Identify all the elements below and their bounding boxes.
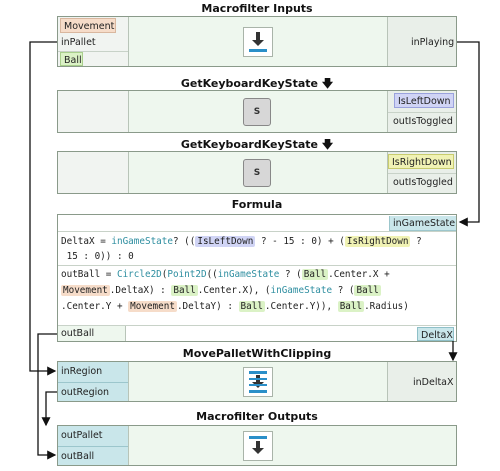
formula-text: ? - 15 : 0) + (	[255, 236, 345, 247]
formula-ref-ball: Ball	[238, 301, 265, 312]
wire-outball-to-output	[37, 333, 57, 460]
formula-line-outball-3: .Center.Y + Movement.DeltaY) : Ball.Cent…	[61, 299, 453, 314]
move-input-column: inRegion outRegion	[58, 362, 129, 401]
inputs-output-column: inPlaying	[387, 17, 456, 66]
inputs-port-column: Movement inPallet Ball	[58, 17, 129, 66]
wire-outregion-to-outpallet	[41, 391, 57, 427]
formula-ref-ingamestate: inGameState	[270, 285, 333, 296]
port-isrightdown[interactable]: IsRightDown	[388, 154, 454, 169]
port-outball[interactable]: outBall	[58, 326, 126, 341]
key-right-left-column	[58, 152, 129, 193]
port-divider	[388, 112, 456, 113]
key-left-output-column: IsLeftDown outIsToggled	[387, 91, 456, 132]
key-right-output-column: IsRightDown outIsToggled	[387, 152, 456, 193]
port-inpallet[interactable]: inPallet	[61, 37, 96, 48]
wire-inplaying-to-ingamestate	[457, 41, 480, 227]
formula-eq: =	[100, 269, 117, 280]
port-isleftdown[interactable]: IsLeftDown	[394, 93, 454, 108]
macro-input-icon	[243, 27, 273, 57]
formula-fn-point2d: Point2D	[167, 269, 207, 280]
formula-text: .Radius)	[364, 301, 409, 312]
formula-title: Formula	[231, 198, 283, 211]
move-pallet-icon	[243, 367, 273, 397]
formula-ref-ingamestate: inGameState	[111, 236, 173, 247]
port-inregion[interactable]: inRegion	[61, 366, 103, 377]
arrow-down-icon: 🡇	[321, 77, 334, 90]
key-right-title: GetKeyboardKeyState 🡇	[57, 136, 457, 155]
move-title: MovePalletWithClipping	[182, 347, 332, 360]
keyboard-key-icon: S	[243, 159, 271, 187]
formula-text: (	[161, 269, 168, 280]
formula-ref-isleftdown: IsLeftDown	[195, 236, 256, 247]
formula-ref-ball: Ball	[301, 269, 329, 280]
formula-ref-movement: Movement	[128, 301, 177, 312]
port-divider	[58, 382, 128, 383]
macrofilter-outputs-block[interactable]: outPallet outBall	[57, 425, 457, 466]
formula-line-outball-2: Movement.DeltaX) : Ball.Center.X), (inGa…	[61, 283, 453, 298]
port-ball[interactable]: Ball	[60, 52, 83, 66]
formula-var-deltax: DeltaX	[61, 236, 95, 247]
key-left-title: GetKeyboardKeyState 🡇	[57, 75, 457, 94]
formula-mid-divider	[58, 265, 456, 266]
port-inplaying[interactable]: inPlaying	[411, 37, 455, 48]
formula-text: .DeltaY) :	[176, 301, 239, 312]
formula-ref-ball: Ball	[337, 301, 365, 312]
formula-text: ? ((	[172, 236, 196, 247]
macrofilter-inputs-block[interactable]: Movement inPallet Ball inPlaying	[57, 16, 457, 67]
key-left-left-column	[58, 91, 129, 132]
formula-ref-ingamestate: inGameState	[217, 269, 280, 280]
get-keyboard-key-state-right-block[interactable]: S IsRightDown outIsToggled	[57, 151, 457, 194]
formula-ref-isrightdown: IsRightDown	[344, 236, 411, 247]
move-pallet-block[interactable]: inRegion outRegion inDeltaX	[57, 361, 457, 402]
port-movement[interactable]: Movement	[60, 18, 116, 33]
formula-text: ((	[206, 269, 218, 280]
port-divider	[58, 51, 128, 52]
port-outball-output[interactable]: outBall	[61, 451, 95, 462]
formula-top-divider	[58, 231, 456, 232]
wire-inpallet-to-inregion	[29, 41, 57, 376]
formula-bottom-divider	[58, 325, 456, 326]
formula-text: .Center.Y)),	[264, 301, 338, 312]
keyboard-key-icon: S	[243, 98, 271, 126]
formula-text: ? (	[332, 285, 355, 296]
formula-text: ? (	[279, 269, 302, 280]
formula-ref-ball: Ball	[171, 285, 198, 296]
port-divider	[58, 446, 128, 447]
port-deltax[interactable]: DeltaX	[417, 327, 454, 341]
outputs-title: Macrofilter Outputs	[196, 410, 318, 423]
key-left-title-text: GetKeyboardKeyState	[180, 77, 318, 90]
macro-output-icon	[243, 431, 273, 461]
port-ingamestate[interactable]: inGameState	[389, 216, 456, 231]
formula-text: .Center.X +	[328, 269, 390, 280]
formula-var-outball: outBall	[61, 269, 101, 280]
key-right-title-text: GetKeyboardKeyState	[180, 138, 318, 151]
formula-line-outball: outBall = Circle2D(Point2D((inGameState …	[61, 267, 453, 282]
port-outregion[interactable]: outRegion	[61, 387, 110, 398]
move-output-column: inDeltaX	[387, 362, 456, 401]
port-outpallet[interactable]: outPallet	[61, 430, 103, 441]
formula-block[interactable]: inGameState DeltaX = inGameState? ((IsLe…	[57, 214, 457, 342]
formula-line-deltax: DeltaX = inGameState? ((IsLeftDown ? - 1…	[61, 234, 453, 249]
outputs-port-column: outPallet outBall	[58, 426, 129, 465]
arrow-down-icon: 🡇	[321, 138, 334, 151]
formula-line-deltax-cont: 15 : 0)) : 0	[61, 251, 134, 262]
formula-text: ?	[410, 236, 422, 247]
formula-text: .Center.X), (	[197, 285, 271, 296]
port-outistoggled[interactable]: outIsToggled	[393, 116, 453, 127]
formula-ref-ball: Ball	[354, 285, 381, 296]
formula-text: .DeltaX) :	[109, 285, 172, 296]
formula-ref-movement: Movement	[61, 285, 110, 296]
port-outistoggled[interactable]: outIsToggled	[393, 177, 453, 188]
formula-eq: =	[94, 236, 112, 247]
get-keyboard-key-state-left-block[interactable]: S IsLeftDown outIsToggled	[57, 90, 457, 133]
inputs-title: Macrofilter Inputs	[201, 2, 313, 15]
port-indeltax[interactable]: inDeltaX	[413, 377, 454, 388]
formula-text: .Center.Y +	[61, 301, 129, 312]
port-divider	[388, 173, 456, 174]
formula-fn-circle2d: Circle2D	[116, 269, 162, 280]
